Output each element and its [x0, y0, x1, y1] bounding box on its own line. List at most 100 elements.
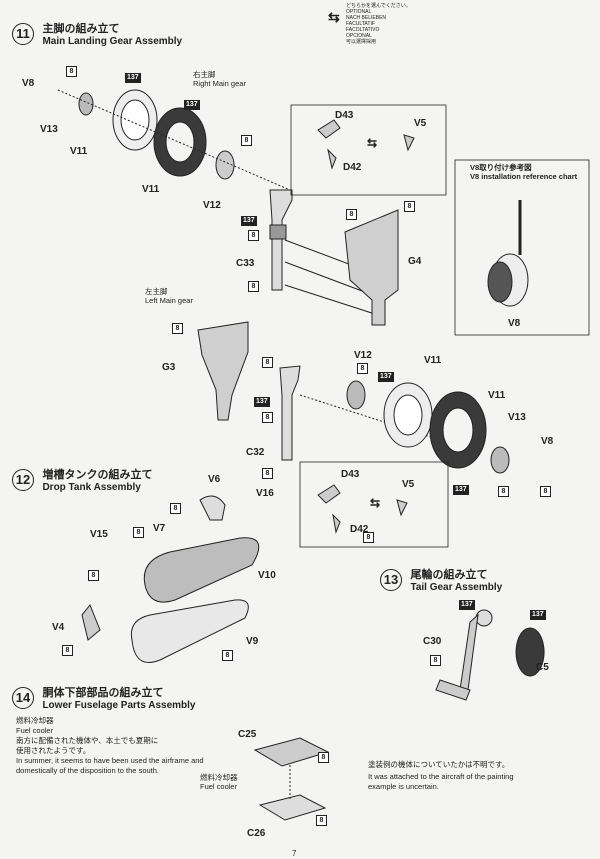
part-label: G3 [162, 362, 176, 373]
part-label: V7 [153, 523, 166, 534]
legend-line: FACULTATIF [346, 21, 375, 27]
legend-line: どちらかを選んでください。 [346, 3, 411, 9]
badge-8: 8 [540, 486, 551, 497]
paint-note-en: It was attached to the aircraft of the p… [368, 772, 514, 781]
v8-ref-title: V8取り付け参考図 V8 installation reference char… [470, 163, 577, 181]
legend-line: OPCIONAL [346, 33, 372, 39]
v8-ref-en: V8 installation reference chart [470, 172, 578, 181]
part-label: V13 [508, 412, 526, 423]
badge-137: 137 [459, 600, 475, 610]
part-label: V11 [424, 355, 442, 366]
badge-8: 8 [172, 323, 183, 334]
left-gear-label: 左主脚 Left Main gear [145, 287, 193, 305]
paint-note-jp: 塗装例の機体についていたかは不明です。 [368, 760, 510, 769]
painting-note: 塗装例の機体についていたかは不明です。 It was attached to t… [368, 760, 514, 792]
badge-8: 8 [133, 527, 144, 538]
badge-8: 8 [88, 570, 99, 581]
step-title-en: Drop Tank Assembly [42, 482, 141, 493]
optional-icon: ⇆ [328, 9, 340, 25]
part-label: V5 [414, 118, 427, 129]
step-12-header: 12 増槽タンクの組み立て Drop Tank Assembly [12, 466, 152, 493]
g4-door [344, 209, 399, 326]
step-title-jp: 尾輪の組み立て [410, 569, 488, 581]
legend-line: NACH BELIEBEN [346, 15, 387, 21]
badge-137: 137 [184, 100, 200, 110]
legend-line: FACOLTATIVO [346, 27, 380, 33]
step-11-header: 11 主脚の組み立て Main Landing Gear Assembly [12, 20, 182, 47]
badge-137: 137 [254, 397, 270, 407]
left-gear-jp: 左主脚 [145, 287, 168, 296]
step-title-en: Lower Fuselage Parts Assembly [42, 700, 196, 711]
note-en: In summer, it seems to have been used th… [16, 756, 204, 765]
part-label: V8 [541, 436, 554, 447]
legend-line: OPTIONAL [346, 9, 372, 15]
part-label: V12 [354, 350, 372, 361]
badge-8: 8 [222, 650, 233, 661]
step-number: 12 [12, 468, 34, 491]
part-label: C30 [423, 636, 442, 647]
part-label: D42 [350, 524, 369, 535]
fuel-cooler-jp: 燃料冷却器 [16, 716, 54, 725]
part-label: V12 [203, 200, 221, 211]
badge-8: 8 [66, 66, 77, 77]
part-label: V16 [256, 488, 274, 499]
badge-8: 8 [248, 230, 259, 241]
badge-8: 8 [498, 486, 509, 497]
badge-8: 8 [318, 752, 329, 763]
optional-icon: ⇆ [367, 136, 378, 150]
right-gear-jp: 右主脚 [193, 70, 216, 79]
optional-legend: ⇆ どちらかを選んでください。 OPTIONAL NACH BELIEBEN F… [328, 3, 411, 45]
part-label: V11 [142, 184, 160, 195]
drop-tank [143, 537, 260, 603]
step-title-jp: 主脚の組み立て [42, 23, 120, 35]
right-gear-label: 右主脚 Right Main gear [193, 70, 246, 88]
part-label: C5 [536, 662, 549, 673]
badge-8: 8 [262, 468, 273, 479]
legend-line: 可以選擇採用 [346, 39, 377, 45]
step-number: 13 [380, 568, 402, 591]
part-label: G4 [408, 256, 422, 267]
part-label: V13 [40, 124, 58, 135]
fuel-cooler-en: Fuel cooler [200, 782, 238, 791]
tank-rack [130, 599, 249, 663]
step-14-header: 14 胴体下部部品の組み立て Lower Fuselage Parts Asse… [12, 684, 195, 711]
badge-8: 8 [62, 645, 73, 656]
fuel-cooler-jp: 燃料冷却器 [200, 773, 238, 782]
note-en: domestically of the disposition to the s… [16, 766, 159, 775]
right-gear-en: Right Main gear [193, 79, 246, 88]
badge-8: 8 [262, 412, 273, 423]
badge-8: 8 [316, 815, 327, 826]
part-label: V9 [246, 636, 259, 647]
part-label: V11 [488, 390, 506, 401]
note-jp: 使用されたようです。 [16, 746, 91, 755]
step-13-header: 13 尾輪の組み立て Tail Gear Assembly [380, 566, 502, 593]
part-label: D42 [343, 162, 362, 173]
part-label: V10 [258, 570, 276, 581]
part-label: V4 [52, 622, 65, 633]
badge-8: 8 [357, 363, 368, 374]
part-label: C32 [246, 447, 265, 458]
step-number: 14 [12, 686, 34, 709]
left-strut [279, 365, 301, 461]
part-label: V8 [508, 318, 521, 329]
step-number: 11 [12, 22, 34, 45]
badge-137: 137 [125, 73, 141, 83]
badge-8: 8 [262, 357, 273, 368]
step-title-en: Tail Gear Assembly [410, 582, 503, 593]
badge-8: 8 [241, 135, 252, 146]
badge-8: 8 [363, 532, 374, 543]
badge-137: 137 [530, 610, 546, 620]
part-label: V15 [90, 529, 108, 540]
badge-8: 8 [170, 503, 181, 514]
badge-137: 137 [453, 485, 469, 495]
left-gear-en: Left Main gear [145, 296, 193, 305]
badge-8: 8 [430, 655, 441, 666]
fuel-cooler-label: 燃料冷却器 Fuel cooler [200, 773, 238, 791]
step-title-jp: 増槽タンクの組み立て [42, 469, 153, 481]
page-number: 7 [292, 849, 297, 858]
step-title-en: Main Landing Gear Assembly [42, 36, 183, 47]
part-label: C25 [238, 729, 257, 740]
badge-8: 8 [346, 209, 357, 220]
v8-ref-jp: V8取り付け参考図 [470, 163, 532, 172]
